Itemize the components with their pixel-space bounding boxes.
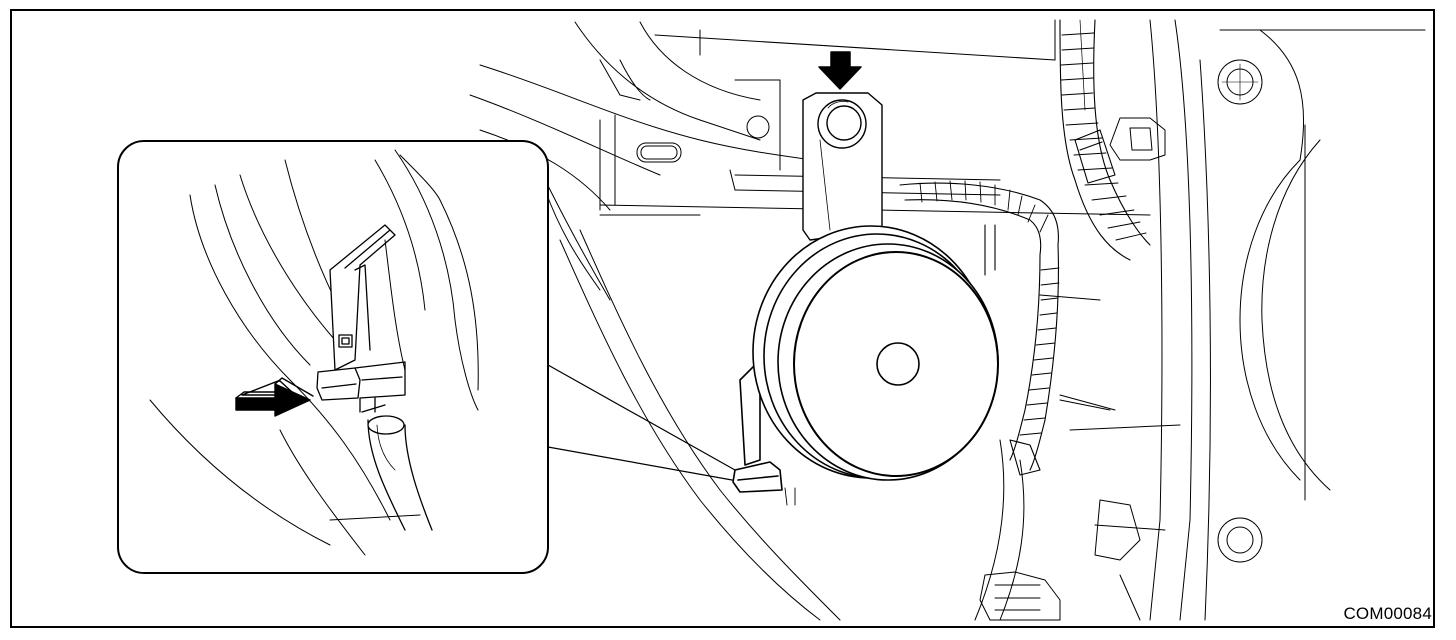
horn-bracket [802,92,883,241]
wire-harness [899,19,1151,476]
inset-detail [117,140,549,574]
callout-leader-lines [547,364,736,481]
arrow-down-icon [818,51,862,90]
figure-border [10,9,1435,628]
body-panel-lines [469,19,1426,621]
horn [732,225,999,506]
arrow-right-icon [235,377,314,417]
figure-code-label: COM00084 [1343,604,1432,623]
